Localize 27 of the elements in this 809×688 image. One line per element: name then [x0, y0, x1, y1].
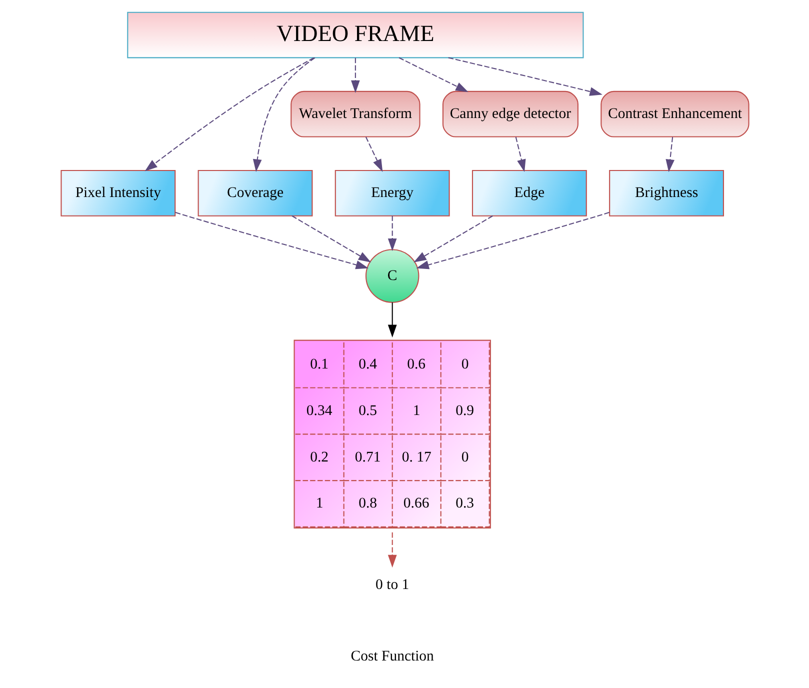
- arrow: [665, 136, 674, 172]
- node-box: Wavelet Transform: [290, 90, 420, 138]
- arrow: [413, 215, 492, 262]
- node-circle: C: [364, 249, 419, 303]
- arrow: [364, 136, 382, 172]
- node-box: Canny edge detector: [442, 90, 578, 138]
- node-box: Brightness: [608, 170, 724, 216]
- arrow: [144, 57, 314, 172]
- node-box: Edge: [471, 170, 586, 216]
- arrow: [387, 532, 396, 568]
- arrow: [514, 136, 526, 172]
- node-box: Coverage: [197, 170, 312, 216]
- node-box: Contrast Enhancement: [600, 90, 749, 138]
- arrow: [387, 302, 396, 338]
- node-box: VIDEO FRAME: [126, 12, 584, 58]
- node-box: Pixel Intensity: [60, 170, 176, 216]
- arrow: [174, 212, 368, 270]
- arrow: [387, 216, 396, 252]
- arrow: [350, 58, 360, 94]
- arrow: [448, 57, 602, 96]
- arrow: [252, 57, 315, 172]
- node-box: Energy: [334, 170, 450, 216]
- label: Cost Function: [350, 648, 434, 665]
- arrow: [398, 57, 468, 92]
- arrow: [291, 215, 371, 262]
- node-text: 0 to 1: [375, 576, 409, 593]
- arrow: [416, 212, 609, 270]
